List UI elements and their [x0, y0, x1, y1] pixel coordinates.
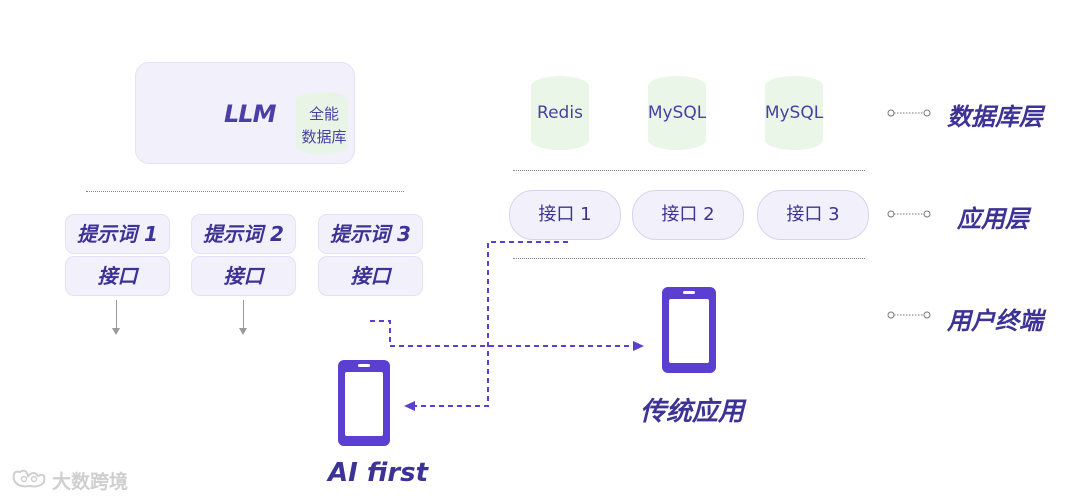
prompt-box-1: 提示词 1 — [65, 214, 170, 254]
divider-app-user — [513, 258, 865, 259]
prompt-box-3: 提示词 3 — [318, 214, 423, 254]
down-arrow-2-head — [239, 328, 247, 335]
db-label-line1: 全能 — [308, 105, 339, 123]
traditional-app-label: 传统应用 — [640, 397, 745, 427]
mysql-cylinder-icon-2 — [765, 76, 823, 150]
divider-db-app — [513, 170, 865, 171]
interface-pill-1: 接口 1 — [509, 190, 621, 240]
layer-label-application: 应用层 — [957, 205, 1029, 233]
ai-first-label: AI first — [328, 458, 429, 488]
db-mysql-label-1: MySQL — [647, 103, 707, 123]
mysql-cylinder-icon-1 — [648, 76, 706, 150]
db-redis-label: Redis — [537, 103, 583, 123]
interface-pill-3: 接口 3 — [757, 190, 869, 240]
down-arrow-1-head — [112, 328, 120, 335]
all-purpose-database-label: 全能 数据库 — [294, 103, 354, 149]
interface-box-1: 接口 — [65, 256, 170, 296]
connector-app-layer — [887, 210, 931, 218]
watermark-text: 大数跨境 — [52, 471, 129, 493]
db-mysql-label-2: MySQL — [764, 103, 824, 123]
down-arrow-2 — [243, 300, 244, 328]
interface-box-3: 接口 — [318, 256, 423, 296]
layer-label-user-terminal: 用户终端 — [947, 307, 1043, 335]
connector-db-layer — [887, 109, 931, 117]
llm-title: LLM — [224, 100, 276, 128]
down-arrow-1 — [116, 300, 117, 328]
database-icon — [296, 92, 348, 154]
watermark-logo-icon — [12, 469, 46, 488]
db-label-line2: 数据库 — [301, 128, 347, 146]
interface-pill-2: 接口 2 — [632, 190, 744, 240]
connector-user-layer — [887, 311, 931, 319]
prompt-box-2: 提示词 2 — [191, 214, 296, 254]
divider-llm — [86, 191, 404, 192]
redis-cylinder-icon — [531, 76, 589, 150]
ai-phone-icon — [338, 360, 390, 446]
traditional-phone-icon — [662, 287, 716, 373]
layer-label-database: 数据库层 — [947, 103, 1043, 131]
interface-box-2: 接口 — [191, 256, 296, 296]
